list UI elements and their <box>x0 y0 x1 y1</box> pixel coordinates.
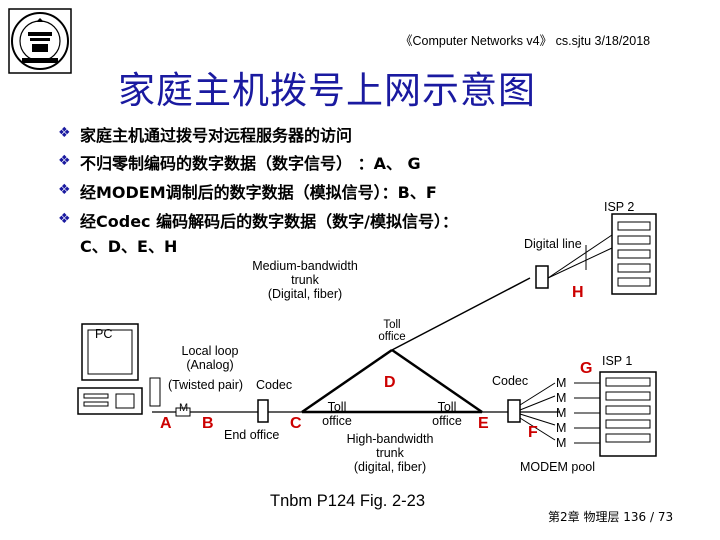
modem-list: M M M M M <box>556 376 567 450</box>
bullet-icon: ❖ <box>58 125 71 141</box>
isp2-label: ISP 2 <box>604 200 635 214</box>
twisted-pair-label: (Twisted pair) <box>168 378 244 392</box>
page-number: 第2章 物理层 136 / 73 <box>548 510 674 524</box>
end-office-label: End office <box>224 428 280 442</box>
medium-trunk-line <box>391 277 531 351</box>
pc-computer <box>77 323 161 415</box>
modem-pool-label: MODEM pool <box>520 460 596 474</box>
codec-right-device <box>507 399 521 423</box>
letter-h: H <box>572 284 584 301</box>
bullet-text: 家庭主机通过拨号对远程服务器的访问 <box>80 126 353 145</box>
bullet-text: 经MODEM调制后的数字数据（模拟信号）：B、F <box>80 183 437 202</box>
toll-office-top-label: Toll office <box>378 319 406 343</box>
bullet-text-continued: C、D、E、H <box>80 237 178 256</box>
letter-g: G <box>580 360 593 377</box>
toll-office-right-label: Toll office <box>432 400 462 428</box>
university-logo <box>8 8 72 74</box>
toll-office-left-label: Toll office <box>322 400 352 428</box>
letter-d: D <box>384 374 396 391</box>
isp1-label: ISP 1 <box>602 354 633 368</box>
bullet-text: 经Codec 编码解码后的数字数据（数字/模拟信号）： <box>80 212 458 231</box>
trunk-line-right <box>391 348 483 414</box>
pc-label: PC <box>95 327 113 341</box>
medium-trunk-label: Medium-bandwidth trunk (Digital, fiber) <box>252 259 358 301</box>
codec-top-device <box>535 265 549 289</box>
codec-left-device <box>257 399 269 423</box>
high-trunk-label: High-bandwidth trunk (digital, fiber) <box>346 432 434 474</box>
local-loop-label: Local loop (Analog) <box>181 344 239 372</box>
bullet-icon: ❖ <box>58 182 71 198</box>
letter-a: A <box>160 415 172 432</box>
slide-header: 《Computer Networks v4》 cs.sjtu 3/18/2018 <box>400 34 651 48</box>
digital-line-label: Digital line <box>524 237 582 251</box>
bullet-icon: ❖ <box>58 211 71 227</box>
bullet-icon: ❖ <box>58 153 71 169</box>
trunk-line-left <box>301 348 393 414</box>
isp2-server <box>611 213 657 295</box>
codec-left-label: Codec <box>256 378 293 392</box>
slide-title: 家庭主机拨号上网示意图 <box>118 69 536 112</box>
bullet-text: 不归零制编码的数字数据（数字信号） ：A、 G <box>80 154 421 173</box>
letter-f: F <box>528 424 538 441</box>
figure-reference: Tnbm P124 Fig. 2-23 <box>270 492 425 510</box>
letter-c: C <box>290 415 302 432</box>
modem-small-label: M <box>179 402 189 414</box>
letter-e: E <box>478 415 489 432</box>
codec-right-label: Codec <box>492 374 529 388</box>
letter-b: B <box>202 415 214 432</box>
